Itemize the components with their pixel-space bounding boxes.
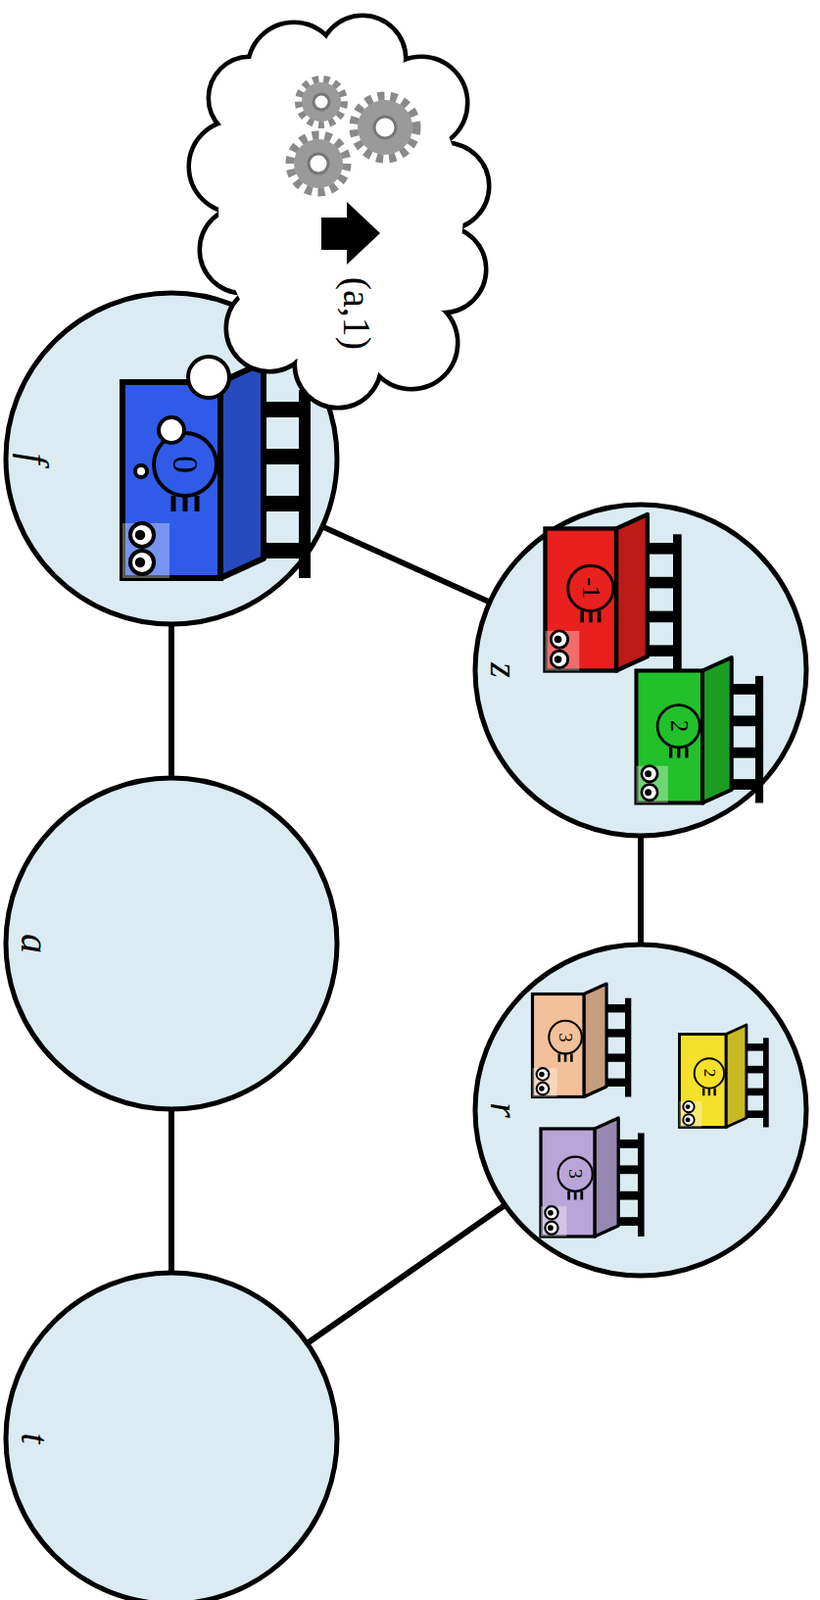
thought-arrow [321, 201, 381, 265]
state-circle: t [2, 1269, 340, 1600]
robot-lavender [540, 1117, 645, 1237]
edge-line [637, 836, 644, 944]
node-letter: t [14, 1432, 54, 1444]
robot-yellow [679, 1024, 770, 1128]
state-circle: f [2, 289, 340, 628]
gears [289, 79, 417, 193]
state-circle: a [2, 774, 340, 1112]
circle-shape [5, 1272, 338, 1600]
thought-cloud [191, 17, 487, 406]
robot-blue [122, 362, 311, 579]
thought-text: (a,1) [337, 277, 377, 350]
node-letter: f [14, 452, 54, 464]
robot-red [545, 514, 682, 672]
circle-shape [475, 504, 807, 836]
state-circle: z [472, 501, 810, 839]
circle-shape [5, 777, 338, 1110]
state-circle: r [472, 941, 810, 1279]
circle-shape [475, 944, 807, 1276]
edge-line [168, 1109, 175, 1272]
robot-peach [532, 983, 632, 1098]
node-letter: z [483, 662, 524, 678]
edge-line [323, 527, 489, 602]
edge-line [307, 1205, 504, 1343]
node-letter: a [14, 933, 54, 954]
circle-shape [5, 292, 338, 625]
robot-green [636, 657, 765, 804]
thought-dots [135, 356, 230, 478]
node-letter: r [483, 1102, 524, 1118]
edge-line [168, 625, 175, 777]
